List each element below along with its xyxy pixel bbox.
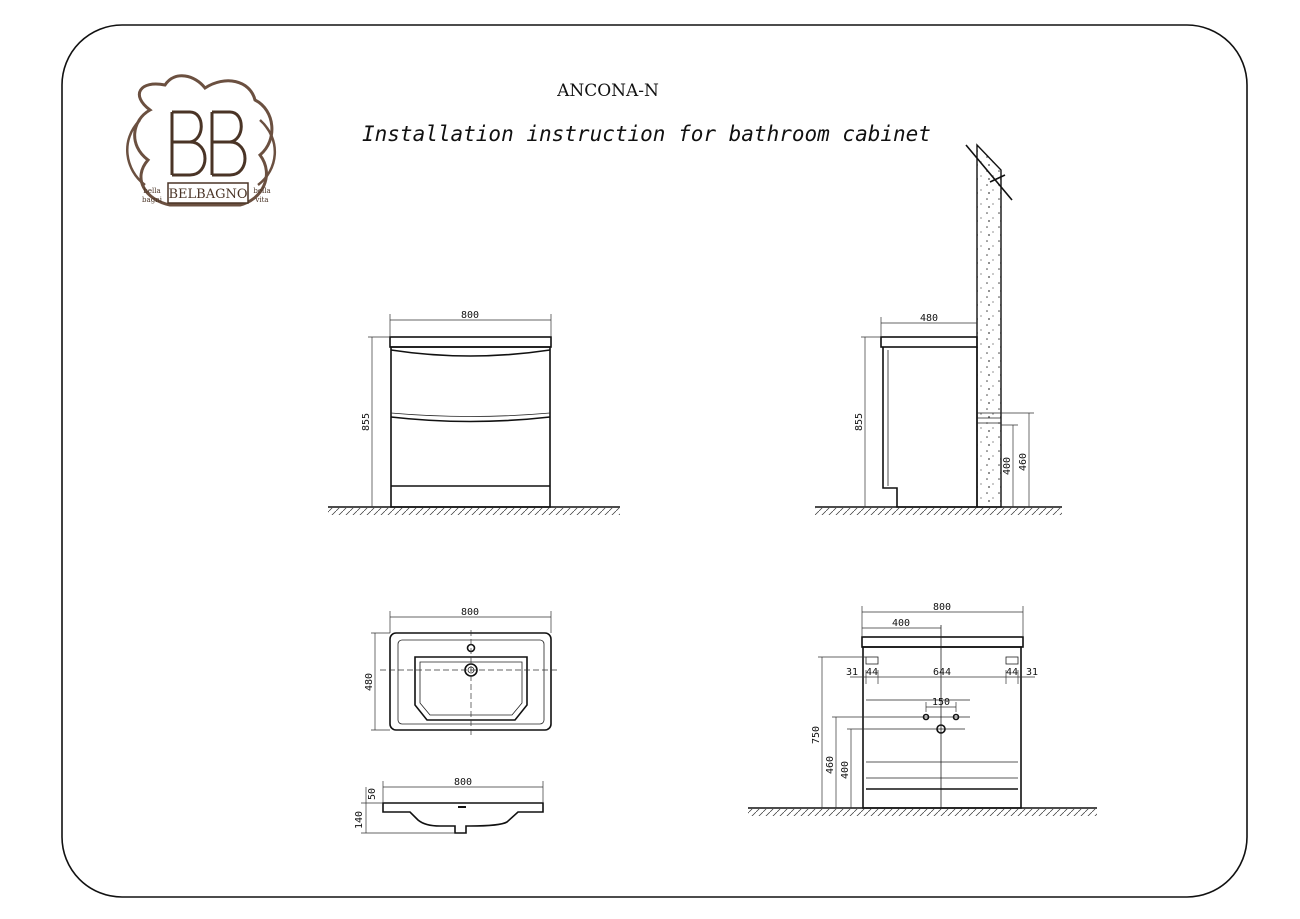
sheet-border bbox=[61, 24, 1248, 898]
svg-text:bagni: bagni bbox=[142, 196, 163, 204]
front-height-dim: 855 bbox=[361, 413, 372, 431]
brand-logo: BELBAGNO bella bagni bella vita bbox=[126, 74, 276, 207]
monogram-icon bbox=[170, 110, 247, 177]
back-tap-spacing-dim: 150 bbox=[932, 697, 950, 708]
svg-text:vita: vita bbox=[254, 196, 268, 204]
basin-profile: 800 50 140 bbox=[354, 777, 544, 834]
back-bracket-left-dim: 44 bbox=[866, 667, 878, 678]
profile-width-dim: 800 bbox=[454, 777, 472, 788]
side-pipe-low-dim: 400 bbox=[1002, 457, 1013, 475]
back-half-dim: 400 bbox=[892, 618, 910, 629]
basin-top-view: 800 480 bbox=[364, 607, 560, 735]
back-width-dim: 800 bbox=[933, 602, 951, 613]
back-edge-left-dim: 31 bbox=[846, 667, 858, 678]
back-edge-right-dim: 31 bbox=[1026, 667, 1038, 678]
back-water-height-dim: 460 bbox=[825, 756, 836, 774]
back-drain-height-dim: 400 bbox=[840, 761, 851, 779]
side-height-dim: 855 bbox=[854, 413, 865, 431]
profile-height-dim: 140 bbox=[354, 811, 365, 829]
basin-width-dim: 800 bbox=[461, 607, 479, 618]
back-between-dim: 644 bbox=[933, 667, 951, 678]
svg-text:bella: bella bbox=[143, 187, 160, 195]
model-title: ANCONA-N bbox=[556, 81, 659, 101]
back-mount-height-dim: 750 bbox=[811, 726, 822, 744]
basin-depth-dim: 480 bbox=[364, 673, 375, 691]
instruction-subtitle: Installation instruction for bathroom ca… bbox=[362, 122, 931, 146]
side-pipe-high-dim: 460 bbox=[1018, 453, 1029, 471]
side-depth-dim: 480 bbox=[920, 313, 938, 324]
svg-text:bella: bella bbox=[253, 187, 270, 195]
front-view: 800 855 bbox=[328, 310, 620, 515]
back-view: 800 400 31 44 644 44 31 150 750 460 400 bbox=[748, 602, 1097, 816]
svg-text:BELBAGNO: BELBAGNO bbox=[168, 187, 247, 202]
profile-rim-dim: 50 bbox=[367, 788, 378, 800]
side-view: 480 855 400 460 bbox=[815, 143, 1062, 515]
back-bracket-right-dim: 44 bbox=[1006, 667, 1018, 678]
front-width-dim: 800 bbox=[461, 310, 479, 321]
